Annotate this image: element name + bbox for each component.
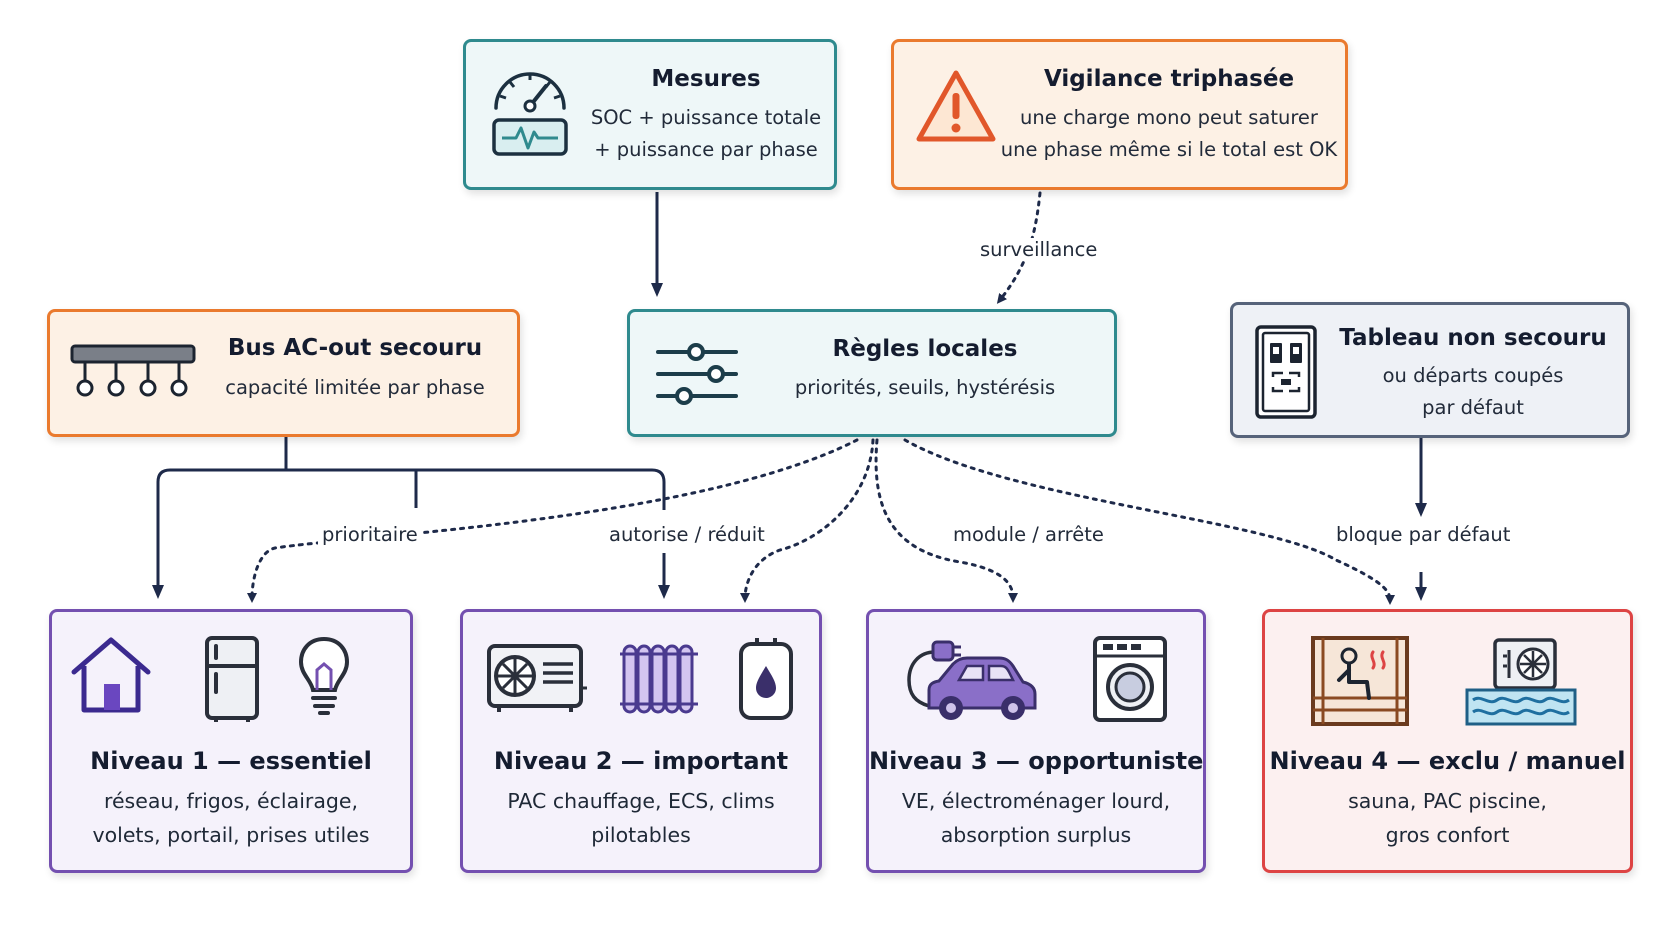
vigilance-node: Vigilance triphasée une charge mono peut… — [891, 39, 1348, 190]
bus-line-1: capacité limitée par phase — [225, 376, 485, 399]
tableau-line-2: par défaut — [1422, 396, 1524, 419]
edge-label-prioritaire: prioritaire — [318, 523, 422, 546]
electrical-panel-icon — [1255, 325, 1317, 419]
heat-pump-icon — [487, 644, 587, 712]
electric-car-icon — [907, 640, 1037, 720]
edge-regles-n1 — [247, 438, 859, 603]
edge-regles-n4 — [903, 438, 1395, 605]
mesures-title: Mesures — [651, 66, 761, 92]
sauna-icon — [1311, 636, 1409, 726]
regles-node: Règles locales priorités, seuils, hystér… — [627, 309, 1117, 437]
edge-label-bloque: bloque par défaut — [1332, 523, 1515, 546]
tableau-node: Tableau non secouru ou départs coupés pa… — [1230, 302, 1630, 438]
tableau-line-1: ou départs coupés — [1382, 364, 1564, 387]
warning-triangle-icon — [916, 70, 996, 142]
edge-label-autorise: autorise / réduit — [605, 523, 769, 546]
regles-line-1: priorités, seuils, hystérésis — [794, 376, 1056, 399]
bus-node: Bus AC-out secouru capacité limitée par … — [47, 309, 520, 437]
pool-heat-pump-icon — [1465, 638, 1577, 726]
niveau2-title: Niveau 2 — important — [493, 747, 789, 775]
niveau2-node: Niveau 2 — important PAC chauffage, ECS,… — [460, 609, 822, 873]
niveau4-title: Niveau 4 — exclu / manuel — [1269, 747, 1626, 775]
niveau3-node: Niveau 3 — opportuniste VE, électroménag… — [866, 609, 1206, 873]
niveau1-node: Niveau 1 — essentiel réseau, frigos, écl… — [49, 609, 413, 873]
house-icon — [71, 637, 151, 713]
mesures-line-2: + puissance par phase — [594, 138, 818, 161]
niveau1-title: Niveau 1 — essentiel — [90, 747, 372, 775]
edge-label-surveillance: surveillance — [976, 238, 1102, 261]
washing-machine-icon — [1093, 636, 1167, 722]
tableau-title: Tableau non secouru — [1339, 325, 1607, 351]
edge-regles-n3 — [874, 438, 1018, 603]
edge-regles-n2 — [740, 438, 875, 603]
water-heater-icon — [739, 638, 793, 720]
sliders-icon — [656, 343, 738, 405]
vigilance-title: Vigilance triphasée — [1043, 66, 1295, 92]
vigilance-line-1: une charge mono peut saturer — [1020, 106, 1318, 129]
vigilance-line-2: une phase même si le total est OK — [1000, 138, 1338, 161]
niveau1-line-2: volets, portail, prises utiles — [92, 823, 370, 847]
niveau3-title: Niveau 3 — opportuniste — [869, 747, 1204, 775]
niveau3-line-2: absorption surplus — [940, 823, 1132, 847]
radiator-icon — [620, 644, 698, 714]
bus-title: Bus AC-out secouru — [227, 335, 483, 361]
edge-bus-branch — [156, 468, 666, 590]
lightbulb-icon — [298, 636, 350, 715]
mesures-node: Mesures SOC + puissance totale + puissan… — [463, 39, 837, 190]
niveau3-line-1: VE, électroménager lourd, — [901, 789, 1171, 813]
niveau4-line-2: gros confort — [1385, 823, 1510, 847]
busbar-icon — [70, 344, 196, 397]
niveau4-node: Niveau 4 — exclu / manuel sauna, PAC pis… — [1262, 609, 1633, 873]
fridge-icon — [205, 636, 259, 722]
niveau4-line-1: sauna, PAC piscine, — [1348, 789, 1547, 813]
gauge-meter-icon — [492, 72, 568, 156]
niveau2-line-1: PAC chauffage, ECS, clims — [507, 789, 775, 813]
niveau2-line-2: pilotables — [591, 823, 691, 847]
edge-label-module: module / arrête — [949, 523, 1108, 546]
regles-title: Règles locales — [832, 336, 1018, 362]
mesures-line-1: SOC + puissance totale — [590, 106, 822, 129]
niveau1-line-1: réseau, frigos, éclairage, — [103, 789, 359, 813]
